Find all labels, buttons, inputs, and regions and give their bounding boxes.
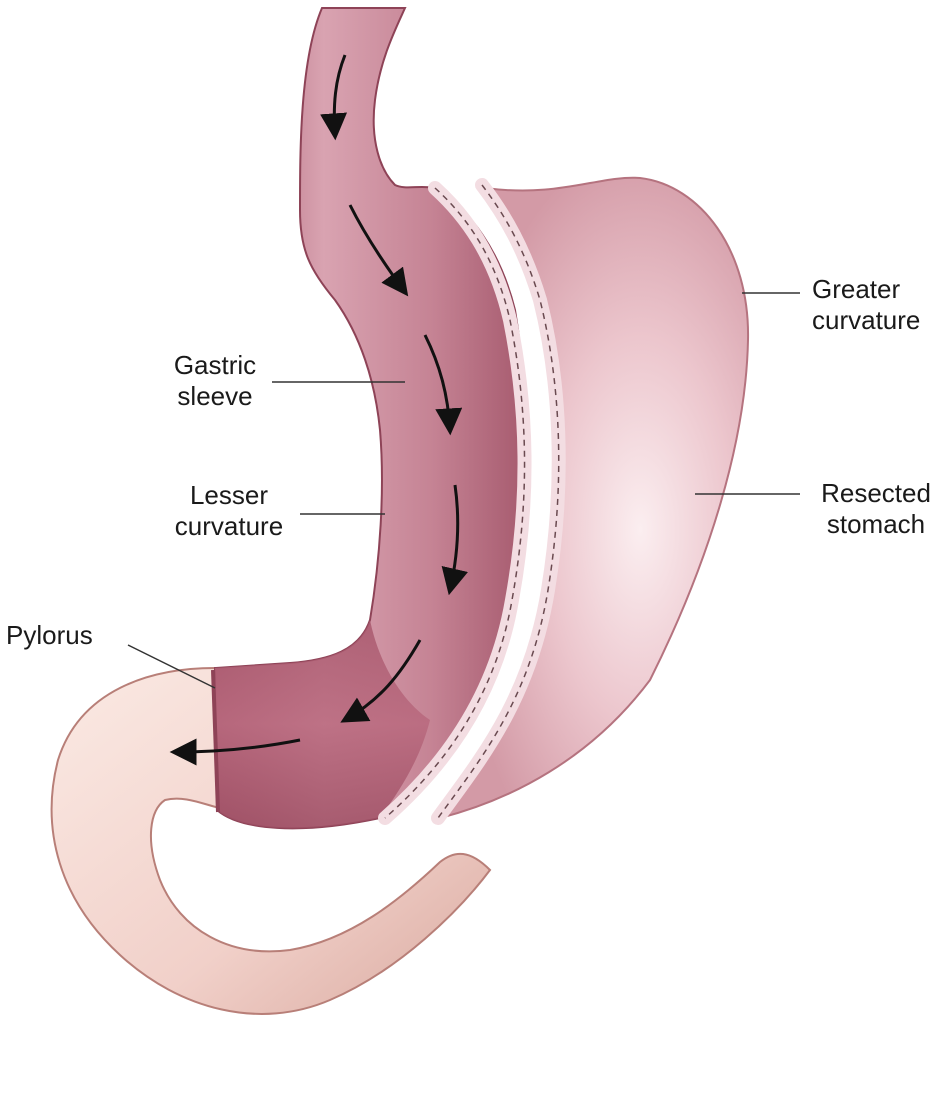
label-resected-stomach-line1: Resected bbox=[821, 478, 931, 508]
label-gastric-sleeve-line2: sleeve bbox=[177, 381, 253, 411]
arrow-3 bbox=[423, 334, 463, 436]
arrow-5 bbox=[340, 639, 422, 723]
arrow-2 bbox=[348, 204, 409, 297]
label-greater-curvature-line2: curvature bbox=[812, 305, 921, 335]
label-lesser-curvature-line2: curvature bbox=[174, 511, 284, 541]
leader-pylorus bbox=[127, 644, 216, 689]
label-pylorus: Pylorus bbox=[6, 620, 93, 651]
label-greater-curvature: Greater curvature bbox=[812, 274, 920, 336]
label-lesser-curvature-line1: Lesser bbox=[189, 480, 269, 510]
label-pylorus-text: Pylorus bbox=[6, 620, 93, 650]
label-gastric-sleeve: Gastric sleeve bbox=[160, 350, 270, 412]
pylorus-ring bbox=[211, 669, 220, 813]
label-greater-curvature-line1: Greater bbox=[812, 274, 901, 304]
label-gastric-sleeve-line1: Gastric bbox=[173, 350, 257, 380]
antrum-region bbox=[215, 620, 430, 829]
label-lesser-curvature: Lesser curvature bbox=[160, 480, 298, 542]
leader-lines bbox=[127, 292, 800, 689]
label-resected-stomach: Resected stomach bbox=[808, 478, 944, 540]
arrow-1 bbox=[320, 54, 348, 141]
food-passage-arrows bbox=[169, 54, 468, 766]
label-resected-stomach-line2: stomach bbox=[826, 509, 926, 539]
duodenum bbox=[50, 666, 492, 1015]
arrow-4 bbox=[441, 484, 468, 596]
arrow-6 bbox=[169, 738, 301, 766]
